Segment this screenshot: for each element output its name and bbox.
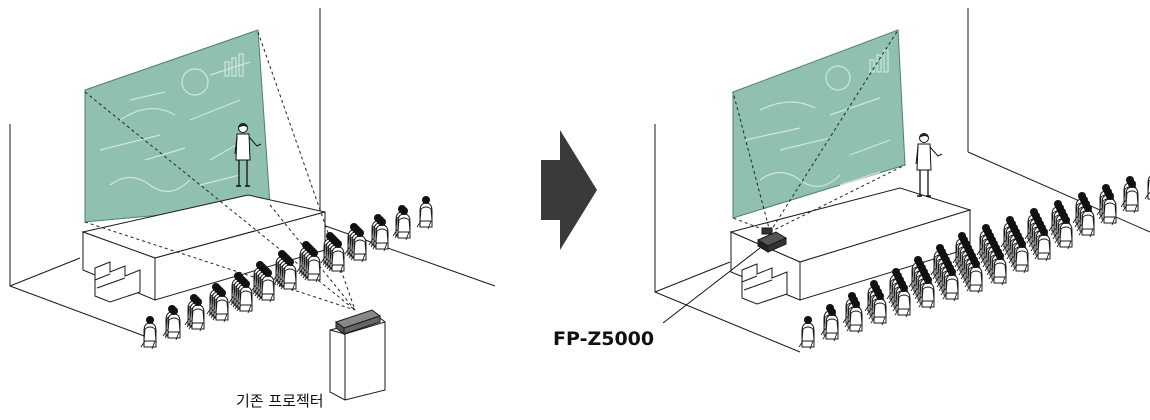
audience-person-icon [798,315,815,350]
projector-icon [756,227,788,253]
right-scene [654,8,1150,353]
audience-person-icon [1144,167,1150,202]
audience-person-icon [416,195,433,230]
audience-person-icon [140,315,157,350]
left-scene [9,8,496,401]
conventional-projector-label: 기존 프로젝터 [236,392,324,410]
presenter-person-icon [915,132,943,197]
callout-line [662,247,761,324]
right-arrow-icon [541,130,597,250]
model-name-label: FP-Z5000 [553,328,655,350]
projector-icon [334,309,382,335]
